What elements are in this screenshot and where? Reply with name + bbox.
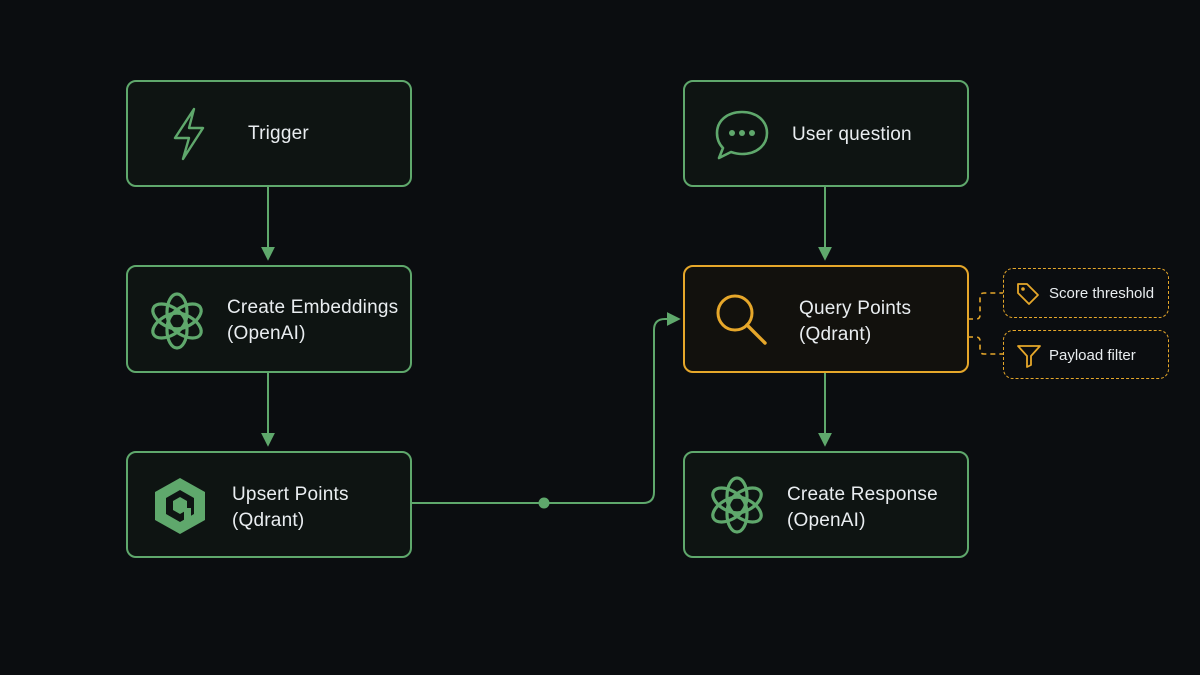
node-trigger[interactable]: Trigger bbox=[126, 80, 412, 187]
qdrant-icon bbox=[150, 475, 210, 537]
node-query-points[interactable]: Query Points (Qdrant) bbox=[683, 265, 969, 373]
filter-icon bbox=[1016, 343, 1042, 369]
connector-junction-dot bbox=[538, 497, 550, 509]
openai-icon bbox=[145, 289, 209, 353]
edge-query-to-score-threshold bbox=[968, 292, 1003, 320]
node-user-question-label: User question bbox=[792, 124, 912, 145]
node-user-question[interactable]: User question bbox=[683, 80, 969, 187]
option-payload-filter[interactable]: Payload filter bbox=[1003, 330, 1169, 379]
score-threshold-label: Score threshold bbox=[1049, 285, 1155, 302]
lightning-icon bbox=[164, 106, 214, 162]
edge-upsert-to-query bbox=[412, 312, 681, 504]
option-score-threshold[interactable]: Score threshold bbox=[1003, 268, 1169, 318]
node-create-response-label: Create Response (OpenAI) bbox=[787, 484, 938, 531]
payload-filter-label: Payload filter bbox=[1049, 347, 1136, 364]
tag-icon bbox=[1015, 281, 1041, 307]
node-create-embeddings-label: Create Embeddings (OpenAI) bbox=[227, 297, 399, 344]
edge-query-to-payload-filter bbox=[968, 336, 1003, 355]
chat-bubble-icon bbox=[713, 108, 771, 162]
node-upsert-points-label: Upsert Points (Qdrant) bbox=[232, 484, 349, 531]
node-trigger-label: Trigger bbox=[248, 123, 309, 144]
node-upsert-points[interactable]: Upsert Points (Qdrant) bbox=[126, 451, 412, 558]
search-icon bbox=[709, 287, 773, 351]
node-query-points-label: Query Points (Qdrant) bbox=[799, 298, 912, 345]
openai-icon bbox=[705, 473, 769, 537]
node-create-response[interactable]: Create Response (OpenAI) bbox=[683, 451, 969, 558]
node-create-embeddings[interactable]: Create Embeddings (OpenAI) bbox=[126, 265, 412, 373]
